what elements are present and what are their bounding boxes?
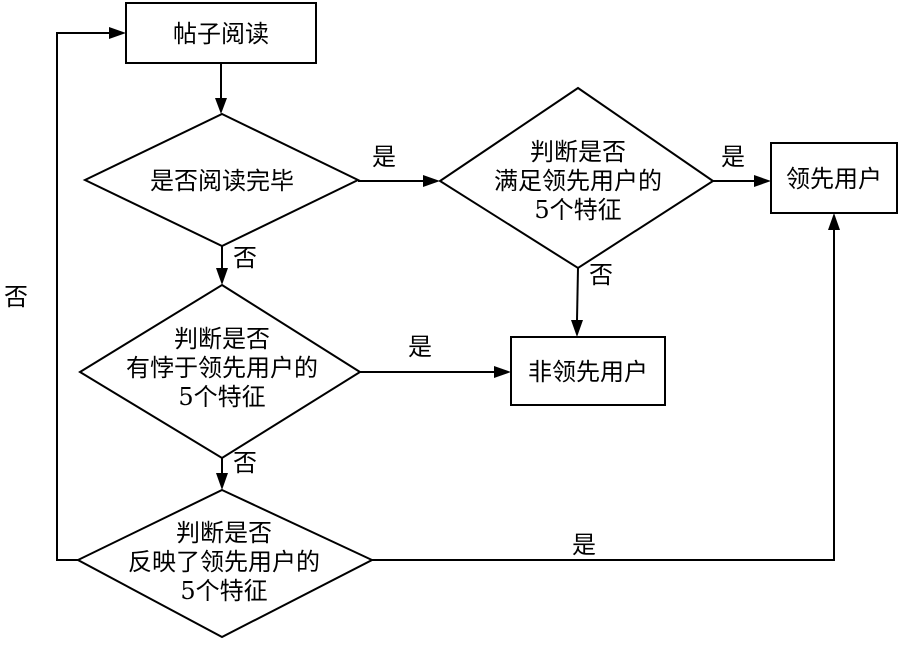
- edge-label-yes: 是: [372, 143, 396, 171]
- edge-reflects-yes: [372, 230, 835, 561]
- decision-reflects-line-1: 判断是否: [176, 519, 272, 547]
- decision-reflects-features: [75, 488, 375, 639]
- node-lead-user-label: 领先用户: [786, 165, 882, 193]
- arrowhead: [109, 27, 126, 39]
- arrowhead: [216, 268, 228, 285]
- edge-reflects-no: [56, 32, 109, 561]
- arrowhead: [828, 213, 840, 230]
- edge-label-no: 否: [4, 283, 28, 311]
- node-read-post-label: 帖子阅读: [173, 20, 269, 48]
- decision-read-complete-label: 是否阅读完毕: [150, 167, 294, 195]
- edge-satisfies-no: [576, 267, 579, 321]
- edge-label-no: 否: [233, 449, 257, 477]
- arrowhead: [215, 98, 227, 114]
- decision-satisfies-line-3: 5个特征: [534, 196, 621, 224]
- arrowhead: [494, 366, 511, 378]
- arrowhead: [754, 175, 771, 187]
- edge-label-yes: 是: [572, 531, 596, 559]
- node-non-lead-user-label: 非领先用户: [528, 358, 648, 386]
- edge-label-no: 否: [233, 244, 257, 272]
- decision-contradicts-line-3: 5个特征: [178, 383, 265, 411]
- decision-contradicts-line-1: 判断是否: [174, 325, 270, 353]
- node-read-post: [125, 2, 317, 64]
- arrowhead: [571, 320, 583, 337]
- edge-label-no: 否: [589, 261, 613, 289]
- arrowhead: [216, 473, 228, 490]
- edge-label-yes: 是: [408, 333, 432, 361]
- node-non-lead-user: [510, 336, 666, 406]
- decision-contradicts-line-2: 有悖于领先用户的: [126, 354, 318, 382]
- decision-satisfies-line-1: 判断是否: [530, 138, 626, 166]
- decision-reflects-line-2: 反映了领先用户的: [128, 548, 320, 576]
- decision-satisfies-line-2: 满足领先用户的: [494, 167, 662, 195]
- arrowhead: [423, 175, 440, 187]
- decision-reflects-line-3: 5个特征: [180, 577, 267, 605]
- edge-label-yes: 是: [721, 143, 745, 171]
